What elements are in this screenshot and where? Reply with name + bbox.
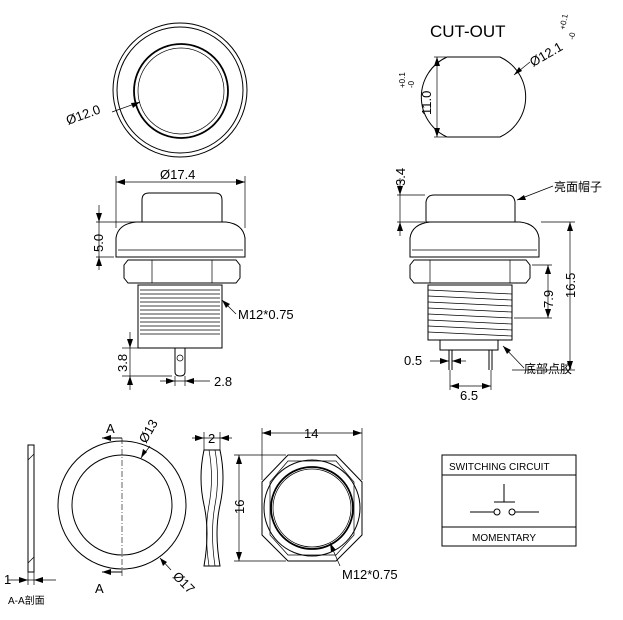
nut-thread-label: M12*0.75 [342,567,398,582]
cutout-view: CUT-OUT Ø12.1 +0.1 -0 11.0 +0.1 -0 [398,13,577,138]
circuit-footer: MOMENTARY [472,533,536,544]
washer-front: A A Ø13 Ø17 [57,417,198,597]
washer-section-label: A-A剖面 [8,594,45,607]
side-thread-len-label: 7.9 [541,290,556,308]
washer-section-mark-bottom: A [95,581,104,596]
hex-nut: 14 16 M12*0.75 [232,426,398,582]
nut-width-label: 14 [304,426,318,441]
washer-section-thickness-label: 1 [4,572,11,587]
side-cap-top-label: 3.4 [393,168,408,186]
washer-inner-dia-label: Ø13 [136,417,161,446]
front-view: Ø17.4 5.0 [91,167,294,390]
wave-washer: 2 [192,431,232,567]
cutout-height-label: 11.0 [419,91,434,115]
cutout-height-tol-plus: +0.1 [398,72,407,88]
front-width-label: Ø17.4 [160,167,195,182]
side-glue-label: 底部点胶 [524,361,572,376]
front-terminal-len-label: 3.8 [115,354,130,372]
circuit-header: SWITCHING CIRCUIT [449,462,550,473]
washer-section: 1 A-A剖面 [4,444,56,607]
front-terminal-width-label: 2.8 [214,374,232,389]
side-cap-label: 亮面帽子 [554,179,602,194]
side-thread-lines [427,289,513,337]
top-view-dia-label: Ø12.0 [64,102,102,128]
front-cap-height-label: 5.0 [91,234,106,252]
cutout-dia-tol-plus: +0.1 [558,13,570,31]
top-view: Ø12.0 [64,22,248,158]
cutout-dia-label: Ø12.1 [527,39,565,70]
cutout-height-tol-minus: -0 [407,80,416,88]
front-thread-label: M12*0.75 [238,307,294,322]
side-term-pitch-label: 6.5 [460,388,478,403]
side-total-height-label: 16.5 [563,273,578,298]
switching-circuit-box: SWITCHING CIRCUIT MOMENTARY [441,454,577,547]
front-thread-lines [140,289,220,335]
washer-outer-dia-label: Ø17 [170,569,198,597]
wave-washer-thickness-label: 2 [208,431,215,446]
side-term-thickness-label: 0.5 [404,353,422,368]
side-view: 3.4 亮面帽子 16.5 7.9 底部点胶 0.5 6.5 [393,168,602,403]
cutout-title: CUT-OUT [430,22,506,41]
nut-height-label: 16 [232,500,247,514]
washer-section-mark-top: A [106,421,115,436]
cutout-dia-tol-minus: -0 [567,31,577,40]
